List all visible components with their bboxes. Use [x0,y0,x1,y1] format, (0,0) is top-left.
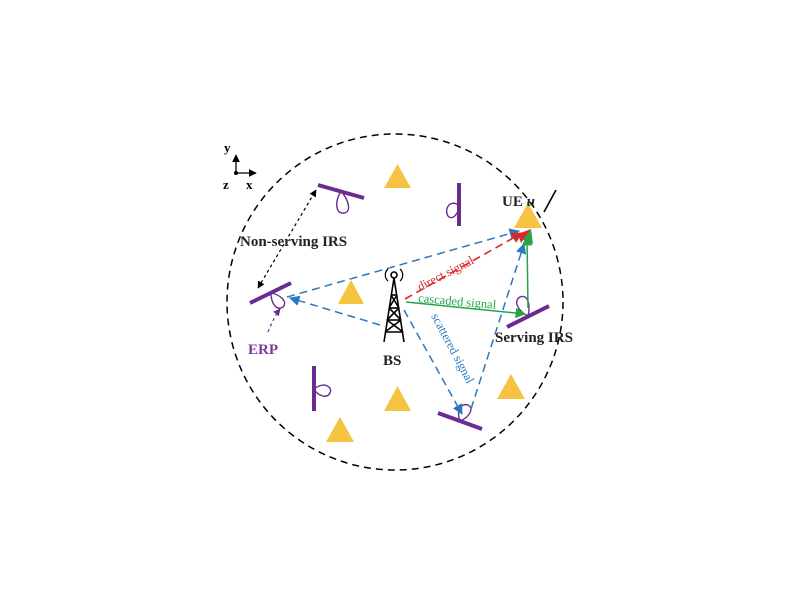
tower-icon [383,268,405,343]
axes-icon: y x z [223,140,257,192]
bs-label: BS [383,353,401,369]
erp-pointer [267,308,281,333]
triangle-icon [497,374,525,399]
cascaded-signal-label: cascaded signal [418,291,498,312]
irs-panel-icon [445,183,461,226]
scattered-links [286,228,527,415]
axis-x-label: x [246,177,253,192]
irs-panel-icon [312,366,332,411]
triangle-icon [326,417,354,442]
irs-panel-icon [437,403,483,431]
cascaded-links [405,234,533,319]
triangle-icon [514,203,542,228]
irs-panel-icon [317,183,365,214]
serving-irs-label: Serving IRS [495,330,573,346]
scattered-signal-label: scattered signal [428,311,477,386]
triangle-icon [384,164,411,188]
ue-marker-green [523,229,533,244]
non-serving-pointer [257,189,317,289]
triangle-icon [384,386,411,411]
axis-y-label: y [224,140,231,155]
ue-marker [518,229,531,243]
ue-label: UE u [502,194,535,210]
direct-link [404,232,523,300]
erp-label: ERP [248,342,278,358]
cell-boundary [226,133,564,471]
non-serving-irs-label: Non-serving IRS [240,234,347,250]
triangle-icon [338,280,364,304]
axis-z-label: z [223,177,229,192]
direct-signal-label: direct signal [415,253,477,294]
ue-triangles [326,164,542,442]
irs-panel-icon [249,281,292,309]
